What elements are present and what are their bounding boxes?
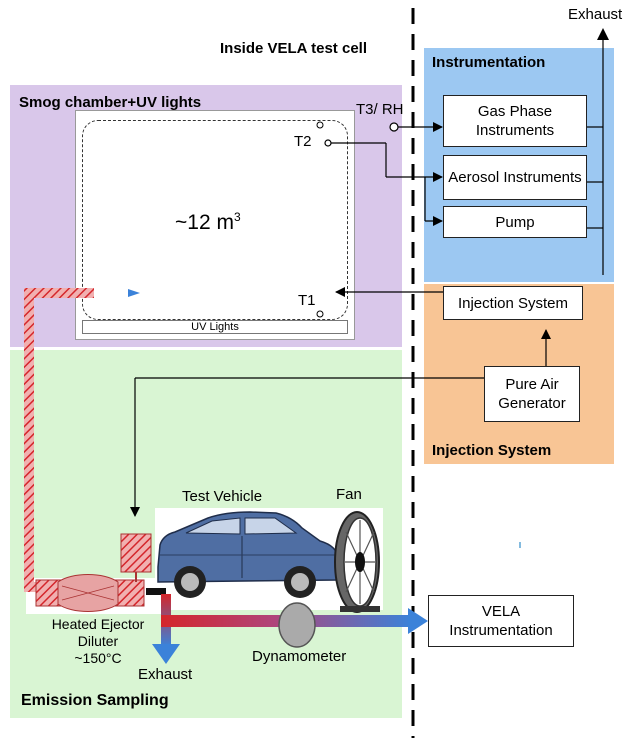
gas-phase-instruments-box: Gas Phase Instruments <box>443 95 587 147</box>
inside-cell-label: Inside VELA test cell <box>220 40 367 57</box>
instrumentation-title: Instrumentation <box>432 54 546 71</box>
fan-device <box>334 511 380 613</box>
test-vehicle <box>157 511 339 598</box>
injection-system-label: Injection System <box>457 294 569 312</box>
vela-instrumentation-label: VELA Instrumentation <box>449 603 553 639</box>
uv-lights-label: UV Lights <box>191 321 239 333</box>
ejector-label-line2: Diluter <box>77 633 119 649</box>
chamber-volume-value: ~12 m <box>175 211 234 234</box>
injection-system-title: Injection System <box>432 442 552 459</box>
dynamometer <box>278 602 316 648</box>
ejector-heater <box>120 533 152 573</box>
pure-air-label: Pure Air Generator <box>498 376 566 412</box>
exhaust-bottom-label: Exhaust <box>138 666 193 683</box>
fan-label: Fan <box>336 486 362 503</box>
chamber-bag-outline <box>82 120 348 320</box>
injection-system-box: Injection System <box>443 286 583 320</box>
vela-flow-arrow <box>408 608 428 634</box>
aerosol-instruments-box: Aerosol Instruments <box>443 155 587 200</box>
ejector-label-line1: Heated Ejector <box>51 616 145 632</box>
gas-phase-label: Gas Phase Instruments <box>475 103 555 139</box>
t3-sensor <box>389 122 399 132</box>
t1-label: T1 <box>298 292 316 309</box>
pump-label: Pump <box>495 213 535 231</box>
chamber-volume-exponent: 3 <box>233 210 241 224</box>
dynamometer-label: Dynamometer <box>252 648 347 665</box>
test-vehicle-label: Test Vehicle <box>182 488 263 505</box>
chamber-volume: ~12 m3 <box>175 210 241 235</box>
emission-sampling-title: Emission Sampling <box>21 692 169 709</box>
ejector-label: Heated Ejector Diluter ~150°C <box>42 616 154 667</box>
pump-box: Pump <box>443 206 587 238</box>
exhaust-arrow-up <box>597 28 609 40</box>
vela-instrumentation-box: VELA Instrumentation <box>428 595 574 647</box>
exhaust-top-label: Exhaust <box>568 6 623 23</box>
pure-air-generator-box: Pure Air Generator <box>484 366 580 422</box>
heated-ejector-diluter <box>35 574 145 612</box>
ejector-label-line3: ~150°C <box>74 650 122 666</box>
t3-rh-label: T3/ RH <box>356 101 404 118</box>
smog-chamber-title: Smog chamber+UV lights <box>19 94 202 111</box>
t2-label: T2 <box>294 133 312 150</box>
exhaust-down-arrow <box>152 644 180 664</box>
uv-lights-bar: UV Lights <box>82 320 348 334</box>
aerosol-label: Aerosol Instruments <box>448 169 582 186</box>
smog-chamber <box>75 110 355 340</box>
t2-sensor <box>324 139 332 147</box>
